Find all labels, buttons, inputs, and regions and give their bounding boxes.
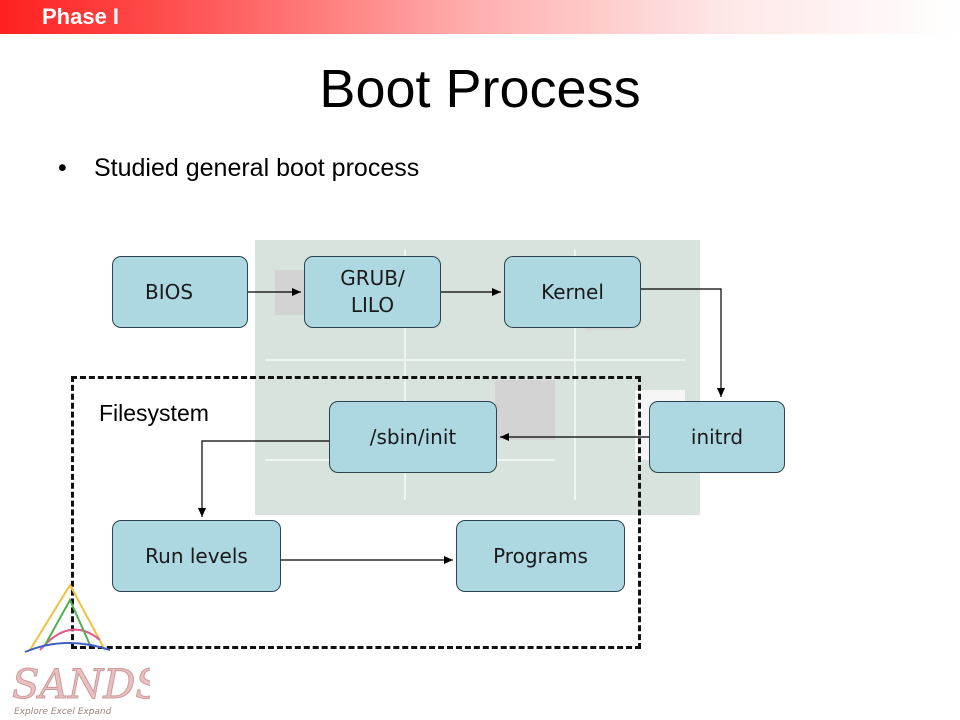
svg-text:Explore Excel Expand: Explore Excel Expand (14, 707, 112, 717)
svg-text:SANDS: SANDS (12, 662, 150, 708)
sands-logo: SANDS Explore Excel Expand (12, 582, 150, 717)
node-grub-lilo: GRUB/ LILO (304, 256, 441, 328)
bullet-icon: • (58, 154, 67, 182)
node-kernel: Kernel (504, 256, 641, 328)
bullet-text: Studied general boot process (94, 154, 420, 182)
node-sbin-init: /sbin/init (329, 401, 497, 473)
filesystem-label: Filesystem (99, 400, 209, 426)
filesystem-group (71, 376, 641, 649)
node-run-levels: Run levels (112, 520, 281, 592)
node-programs: Programs (456, 520, 625, 592)
node-initrd: initrd (649, 401, 785, 473)
phase-label: Phase I (42, 4, 120, 29)
node-bios: BIOS (112, 256, 248, 328)
header-banner: Phase I (0, 0, 960, 34)
slide-title: Boot Process (319, 59, 641, 119)
edge-kernel-initrd (641, 288, 725, 397)
edge-sbininit-runlevels (198, 440, 329, 517)
